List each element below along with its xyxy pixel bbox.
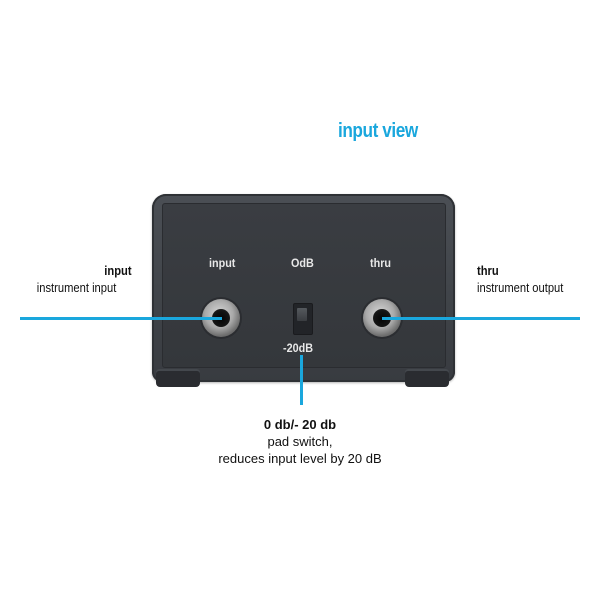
pad-switch-lever — [297, 308, 307, 321]
device-front-panel — [162, 203, 446, 368]
input-annotation: input instrument input — [20, 262, 132, 296]
pad-callout-line — [300, 355, 303, 405]
input-callout-line — [20, 317, 222, 320]
thru-annotation: thru instrument output — [477, 262, 563, 296]
diagram-title: input view — [338, 120, 418, 142]
pad-annotation-line1: pad switch, — [267, 434, 333, 449]
panel-label-pad: OdB — [291, 256, 314, 270]
input-annotation-subtitle: instrument input — [36, 280, 117, 295]
panel-label-pad-lower: -20dB — [283, 341, 314, 355]
thru-annotation-title: thru — [477, 263, 499, 278]
pad-annotation-title: 0 db/- 20 db — [263, 417, 337, 432]
device-foot-left — [156, 369, 200, 387]
device-foot-right — [405, 369, 449, 387]
pad-switch[interactable] — [293, 303, 313, 335]
pad-annotation: 0 db/- 20 db pad switch, reduces input l… — [200, 416, 400, 467]
thru-annotation-subtitle: instrument output — [477, 280, 564, 295]
thru-callout-line — [382, 317, 580, 320]
pad-annotation-line2: reduces input level by 20 dB — [218, 451, 382, 466]
panel-label-input: input — [209, 256, 236, 270]
input-annotation-title: input — [104, 263, 132, 278]
panel-label-thru: thru — [370, 256, 391, 270]
